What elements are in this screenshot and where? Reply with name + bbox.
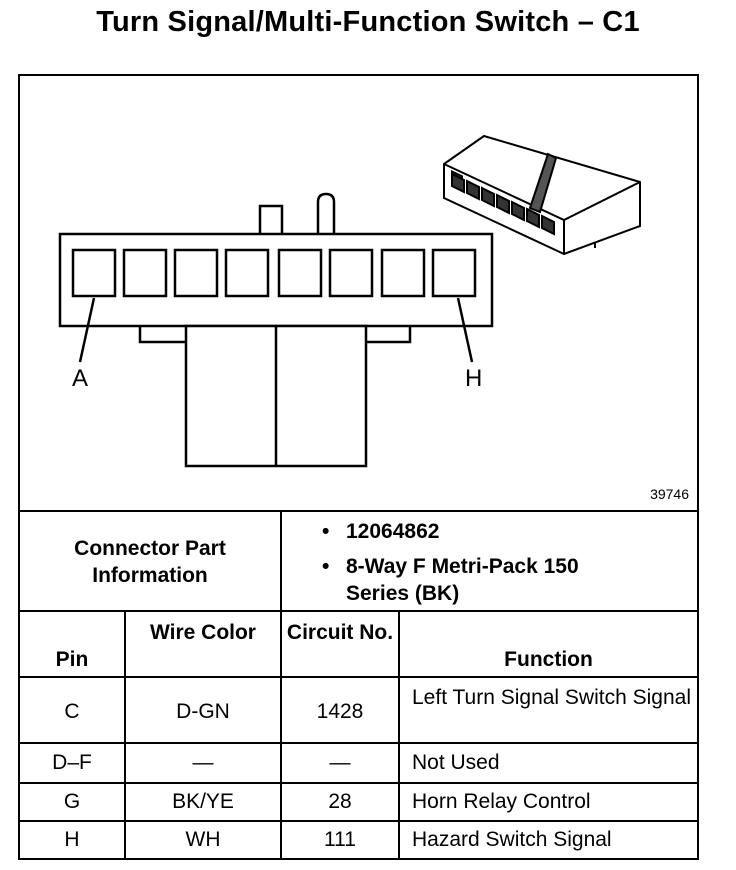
leader-line-h bbox=[456, 297, 474, 363]
header-circuit-no: Circuit No. bbox=[286, 621, 394, 644]
connector-frame: A H 39746 Connector Part Information •12… bbox=[18, 74, 699, 860]
row-c-function: Left Turn Signal Switch Signal bbox=[412, 686, 691, 709]
row-h-wire: WH bbox=[185, 828, 221, 851]
connector-info-item: •12064862 bbox=[322, 520, 440, 543]
row-h-circuit: 111 bbox=[324, 828, 356, 851]
latch-tab-round bbox=[316, 192, 336, 236]
pin-label-h: H bbox=[465, 365, 482, 392]
connector-diagram: A H 39746 bbox=[20, 76, 697, 510]
connector-drawing: A H bbox=[58, 134, 641, 468]
row-df-circuit: — bbox=[329, 751, 351, 774]
latch-tab-square bbox=[258, 204, 284, 238]
row-g-wire: BK/YE bbox=[172, 790, 234, 813]
row-df-wire: — bbox=[192, 751, 214, 774]
row-c-wire: D-GN bbox=[176, 700, 230, 723]
row-g-pin: G bbox=[63, 790, 81, 813]
row-c-pin: C bbox=[64, 700, 80, 723]
row-h-function: Hazard Switch Signal bbox=[412, 828, 612, 851]
row-df-pin: D–F bbox=[52, 751, 92, 774]
leader-line-a bbox=[78, 297, 96, 363]
connector-info-list: •12064862 •8-Way F Metri-Pack 150 Series… bbox=[322, 518, 596, 607]
header-pin: Pin bbox=[55, 648, 89, 671]
connector-iso-view bbox=[443, 134, 641, 256]
row-g-function: Horn Relay Control bbox=[412, 790, 591, 813]
row-c-circuit: 1428 bbox=[316, 700, 364, 723]
connector-info-item: •8-Way F Metri-Pack 150 Series (BK) bbox=[322, 555, 579, 605]
row-h-pin: H bbox=[64, 828, 80, 851]
figure-number: 39746 bbox=[650, 486, 689, 502]
pin-label-a: A bbox=[72, 365, 88, 392]
header-function: Function bbox=[504, 648, 593, 671]
connector-info-label: Connector Part Information bbox=[74, 537, 226, 587]
page-title: Turn Signal/Multi-Function Switch – C1 bbox=[96, 6, 640, 38]
header-wire-color: Wire Color bbox=[150, 621, 256, 644]
row-df-function: Not Used bbox=[412, 751, 500, 774]
row-g-circuit: 28 bbox=[328, 790, 352, 813]
